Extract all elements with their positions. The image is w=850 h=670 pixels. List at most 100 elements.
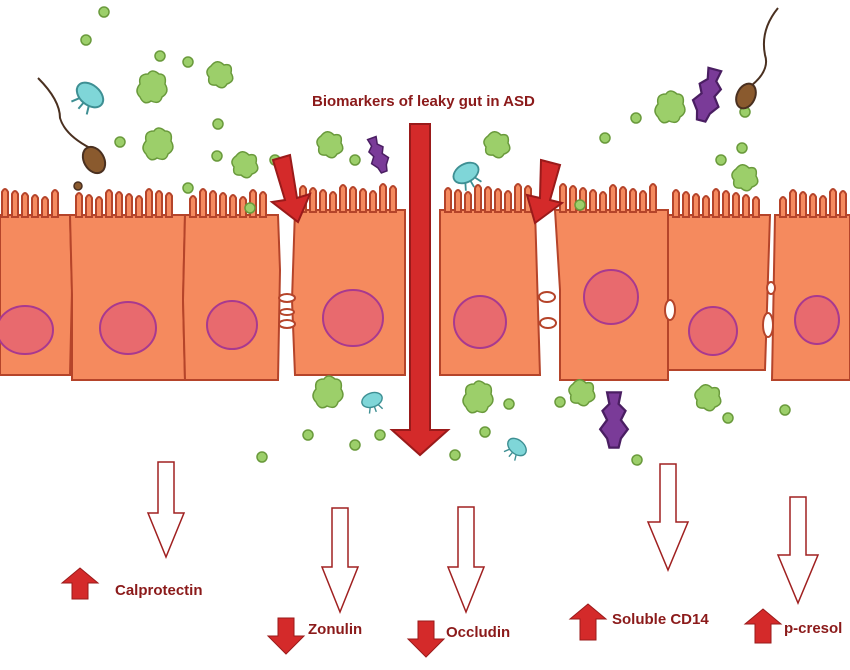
microvillus — [799, 191, 807, 218]
microvillus — [484, 186, 492, 213]
biomarker-occludin-label: Occludin — [446, 624, 511, 641]
microvillus — [41, 196, 49, 218]
microvillus — [125, 193, 133, 218]
hollow-arrow — [646, 463, 690, 572]
microvillus — [31, 194, 39, 218]
microvillus — [599, 191, 607, 213]
microvillus — [619, 186, 627, 213]
nuclei — [0, 269, 840, 356]
microvillus — [672, 189, 680, 218]
nucleus — [583, 269, 639, 325]
microvillus — [135, 195, 143, 218]
microvillus — [809, 193, 817, 218]
epithelial-cell — [181, 214, 282, 381]
nucleus — [99, 301, 157, 355]
microvillus — [752, 196, 760, 218]
microvillus — [589, 189, 597, 213]
nucleus — [0, 305, 54, 355]
hollow-arrow — [446, 506, 486, 615]
microvillus — [199, 188, 207, 218]
microvillus — [444, 187, 452, 213]
hollow-arrow — [776, 496, 820, 605]
brown-bacteria — [37, 7, 779, 191]
microvillus — [239, 196, 247, 218]
microvillus — [155, 190, 163, 218]
red-entry-arrows — [269, 153, 565, 225]
diagram-title: Biomarkers of leaky gut in ASD — [312, 93, 535, 110]
entry-arrow-right — [525, 158, 565, 225]
hollow-arrows — [146, 461, 820, 615]
microvillus — [339, 184, 347, 213]
microvillus — [319, 189, 327, 213]
microvillus — [454, 189, 462, 213]
microvillus — [702, 195, 710, 218]
biomarker-p-cresol-label: p-cresol — [784, 620, 843, 637]
down-arrow-icon — [406, 620, 446, 658]
microvillus — [219, 192, 227, 218]
nucleus — [794, 295, 840, 345]
microvillus — [209, 190, 217, 218]
biomarker-soluble-cd14-label: Soluble CD14 — [612, 611, 709, 628]
epithelial-cell — [68, 214, 187, 381]
nucleus — [206, 300, 258, 350]
microvillus — [639, 190, 647, 213]
microvillus — [682, 191, 690, 218]
microvillus — [839, 190, 847, 218]
microvillus — [95, 196, 103, 218]
biomarker-zonulin-label: Zonulin — [308, 621, 363, 638]
microvillus — [629, 188, 637, 213]
microvillus — [559, 183, 567, 213]
up-arrow-icon — [60, 567, 100, 600]
microvillus — [389, 185, 397, 213]
microvillus — [692, 193, 700, 218]
microvillus — [649, 183, 657, 213]
nucleus — [688, 306, 738, 356]
central-arrow — [389, 123, 451, 457]
microvillus — [609, 184, 617, 213]
microvillus — [504, 190, 512, 213]
microvillus — [474, 184, 482, 213]
microvillus — [379, 183, 387, 213]
hollow-arrow — [146, 461, 186, 559]
microvillus — [369, 190, 377, 213]
nucleus — [322, 289, 384, 347]
microvillus — [11, 190, 19, 218]
microvillus — [819, 195, 827, 218]
up-arrow-icon — [568, 603, 608, 641]
microvillus — [229, 194, 237, 218]
microvillus — [712, 188, 720, 218]
microvillus — [259, 191, 267, 218]
microvillus — [569, 185, 577, 213]
microvillus — [742, 194, 750, 218]
microvillus — [359, 188, 367, 213]
biomarker-calprotectin-label: Calprotectin — [115, 582, 203, 599]
microvillus — [145, 188, 153, 218]
microvillus — [189, 195, 197, 218]
microvillus — [732, 192, 740, 218]
microvillus — [722, 190, 730, 218]
microvillus — [349, 186, 357, 213]
microvillus — [514, 183, 522, 213]
down-arrow-icon — [266, 617, 306, 655]
microvilli — [1, 183, 847, 218]
microvillus — [165, 192, 173, 218]
microvillus — [309, 187, 317, 213]
up-arrow-icon — [743, 608, 783, 644]
microvillus — [51, 189, 59, 218]
microvillus — [494, 188, 502, 213]
microvillus — [1, 188, 9, 218]
microvillus — [85, 194, 93, 218]
microvillus — [789, 189, 797, 218]
nucleus — [453, 295, 507, 349]
microvillus — [329, 191, 337, 213]
microvillus — [21, 192, 29, 218]
hollow-arrow — [320, 507, 360, 615]
microvillus — [464, 191, 472, 213]
microvillus — [779, 196, 787, 218]
junction-gaps — [278, 281, 776, 338]
epithelial-cell — [439, 209, 542, 376]
entry-arrow-left — [269, 153, 312, 224]
microvillus — [829, 188, 837, 218]
microvillus — [105, 189, 113, 218]
